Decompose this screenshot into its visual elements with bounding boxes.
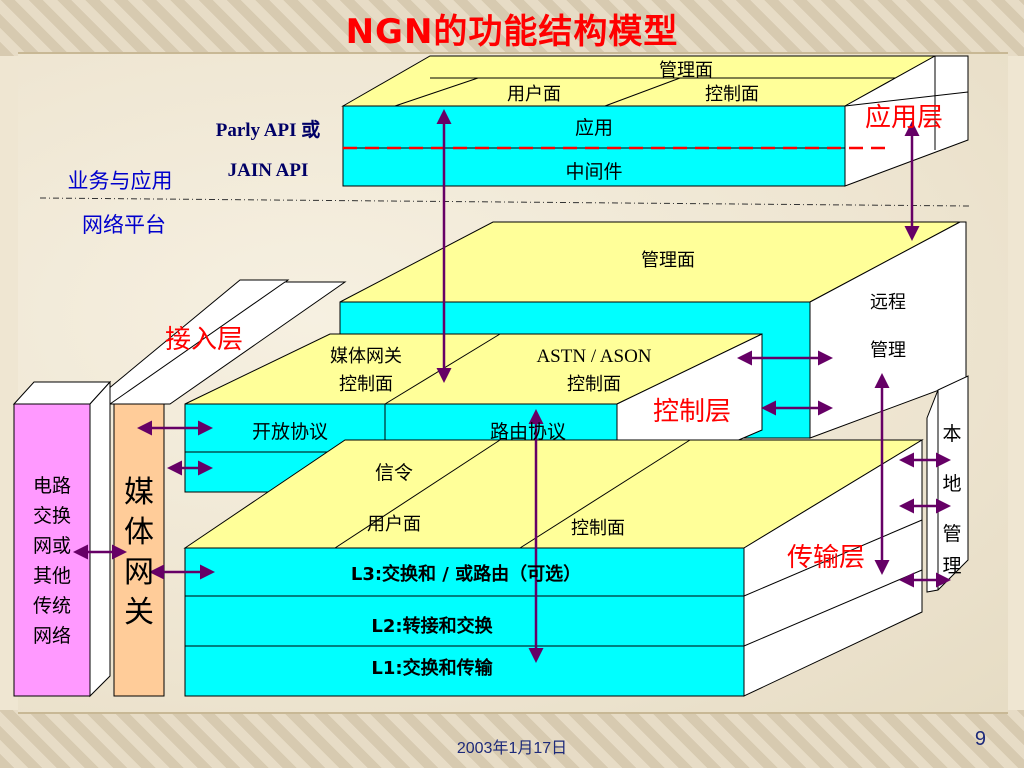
app-control-plane-label: 控制面 — [705, 84, 759, 105]
media-gateway-box — [113, 403, 165, 697]
legacy-network-line-2: 交换 — [33, 505, 71, 527]
l1-front-face — [184, 645, 745, 697]
media-gateway-char-3: 网 — [124, 555, 154, 590]
legacy-network-line-4: 其他 — [33, 565, 71, 587]
page-number: 9 — [974, 728, 986, 750]
media-gateway-char-4: 关 — [124, 595, 154, 630]
legacy-network-line-5: 传统 — [33, 595, 71, 617]
remote-mgmt-label-line1: 远程 — [870, 292, 906, 313]
frame-bottom — [0, 710, 1024, 768]
l3-label: L3:交换和 / 或路由（可选） — [351, 563, 581, 585]
l3-front-face — [184, 547, 745, 597]
middleware-label: 中间件 — [565, 161, 622, 183]
local-mgmt-char-4: 理 — [942, 555, 961, 577]
media-gateway-char-1: 媒 — [124, 475, 154, 510]
control-block — [339, 221, 967, 439]
frame-top — [0, 0, 1024, 56]
access-layer-label: 接入层 — [165, 325, 243, 355]
astn-ason-label-line2: 控制面 — [567, 374, 621, 395]
transport-layer-label: 传输层 — [787, 543, 865, 573]
service-platform-label-line2: 网络平台 — [82, 213, 166, 237]
app-mgmt-plane-label: 管理面 — [659, 60, 713, 81]
legacy-network-line-6: 网络 — [33, 625, 71, 647]
app-front-face — [342, 105, 846, 149]
app-top-face — [341, 55, 937, 107]
local-mgmt-slab — [926, 375, 969, 593]
local-mgmt-char-3: 管 — [942, 523, 961, 545]
control-mgmt-plane-label: 管理面 — [641, 250, 695, 271]
local-mgmt-char-2: 地 — [942, 473, 961, 495]
service-separator-line — [39, 197, 971, 207]
slide-title: NGN的功能结构模型 — [345, 12, 679, 52]
legacy-network-line-3: 网或 — [33, 535, 71, 557]
signaling-label: 信令 — [375, 462, 413, 484]
api-label-line1: Parly API 或 — [216, 118, 321, 141]
media-gateway-char-2: 体 — [124, 515, 154, 550]
application-layer-label: 应用层 — [865, 103, 943, 133]
transport-control-plane-label: 控制面 — [571, 518, 625, 539]
astn-ason-label-line1: ASTN / ASON — [536, 346, 651, 367]
app-user-plane-label: 用户面 — [507, 84, 561, 105]
arrows — [73, 109, 951, 663]
legacy-network-box — [12, 380, 112, 698]
l2-label: L2:转接和交换 — [371, 615, 493, 637]
legacy-network-line-1: 电路 — [33, 475, 71, 497]
control-layer-label: 控制层 — [653, 397, 731, 427]
api-label-line2: JAIN API — [228, 160, 309, 181]
remote-mgmt-label-line2: 管理 — [870, 340, 906, 361]
service-platform-label-line1: 业务与应用 — [68, 169, 173, 193]
open-protocol-label: 开放协议 — [252, 421, 328, 443]
local-mgmt-char-1: 本 — [942, 423, 961, 445]
mgw-control-label-line2: 控制面 — [339, 374, 393, 395]
l1-label: L1:交换和传输 — [371, 657, 493, 679]
routing-protocol-label: 路由协议 — [490, 421, 566, 443]
mgw-control-label-line1: 媒体网关 — [330, 346, 402, 367]
transport-user-plane-label: 用户面 — [367, 514, 421, 535]
footer-date: 2003年1月17日 — [456, 740, 568, 757]
middleware-front-face — [342, 147, 846, 187]
l2-front-face — [184, 595, 745, 647]
application-label: 应用 — [575, 117, 613, 139]
